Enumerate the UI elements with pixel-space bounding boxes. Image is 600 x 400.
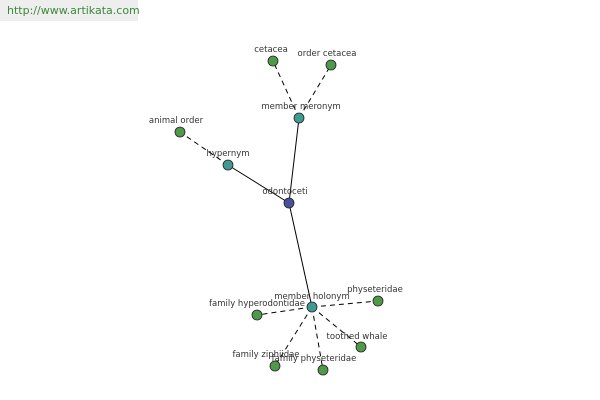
edge-member-holonym-toothed-whale — [311, 306, 362, 348]
graph-labels: odontoceti member meronym hypernym member h… — [149, 45, 403, 364]
edge-odontoceti-member-meronym — [288, 117, 300, 204]
node-animal-order[interactable] — [174, 126, 186, 138]
label-family-physeteridae: family physeteridae — [272, 354, 357, 364]
label-cetacea: cetacea — [254, 45, 288, 55]
graph-edges — [179, 60, 379, 371]
label-family-ziphiidae: family ziphiidae — [232, 350, 299, 360]
node-member-meronym[interactable] — [293, 112, 305, 124]
graph-nodes — [174, 55, 384, 376]
label-family-hyperodontidae: family hyperodontidae — [209, 299, 305, 309]
edge-odontoceti-member-holonym — [288, 202, 313, 308]
node-family-ziphiidae[interactable] — [269, 360, 281, 372]
node-odontoceti[interactable] — [283, 197, 295, 209]
edge-member-holonym-family-ziphiidae — [274, 306, 313, 367]
edge-member-holonym-family-physeteridae — [311, 306, 324, 371]
node-order-cetacea[interactable] — [325, 59, 337, 71]
node-member-holonym[interactable] — [306, 301, 318, 313]
edge-member-meronym-cetacea — [272, 60, 300, 119]
label-toothed-whale: toothed whale — [327, 332, 388, 342]
node-toothed-whale[interactable] — [355, 341, 367, 353]
edge-member-holonym-physeteridae — [311, 300, 379, 308]
node-hypernym[interactable] — [222, 159, 234, 171]
label-physeteridae: physeteridae — [347, 285, 403, 295]
label-order-cetacea: order cetacea — [298, 49, 357, 59]
edge-member-meronym-order-cetacea — [298, 64, 332, 119]
label-hypernym: hypernym — [206, 149, 249, 159]
edge-hypernym-animal-order — [179, 131, 229, 166]
label-animal-order: animal order — [149, 116, 204, 126]
label-odontoceti: odontoceti — [262, 187, 307, 197]
node-family-hyperodontidae[interactable] — [251, 309, 263, 321]
node-family-physeteridae[interactable] — [317, 364, 329, 376]
watermark-link[interactable]: http://www.artikata.com — [0, 0, 140, 21]
node-physeteridae[interactable] — [372, 295, 384, 307]
edge-odontoceti-hypernym — [227, 164, 290, 204]
label-member-holonym: member holonym — [274, 292, 349, 302]
node-cetacea[interactable] — [267, 55, 279, 67]
label-member-meronym: member meronym — [261, 102, 340, 112]
edge-member-holonym-family-hyperodontidae — [256, 306, 313, 316]
